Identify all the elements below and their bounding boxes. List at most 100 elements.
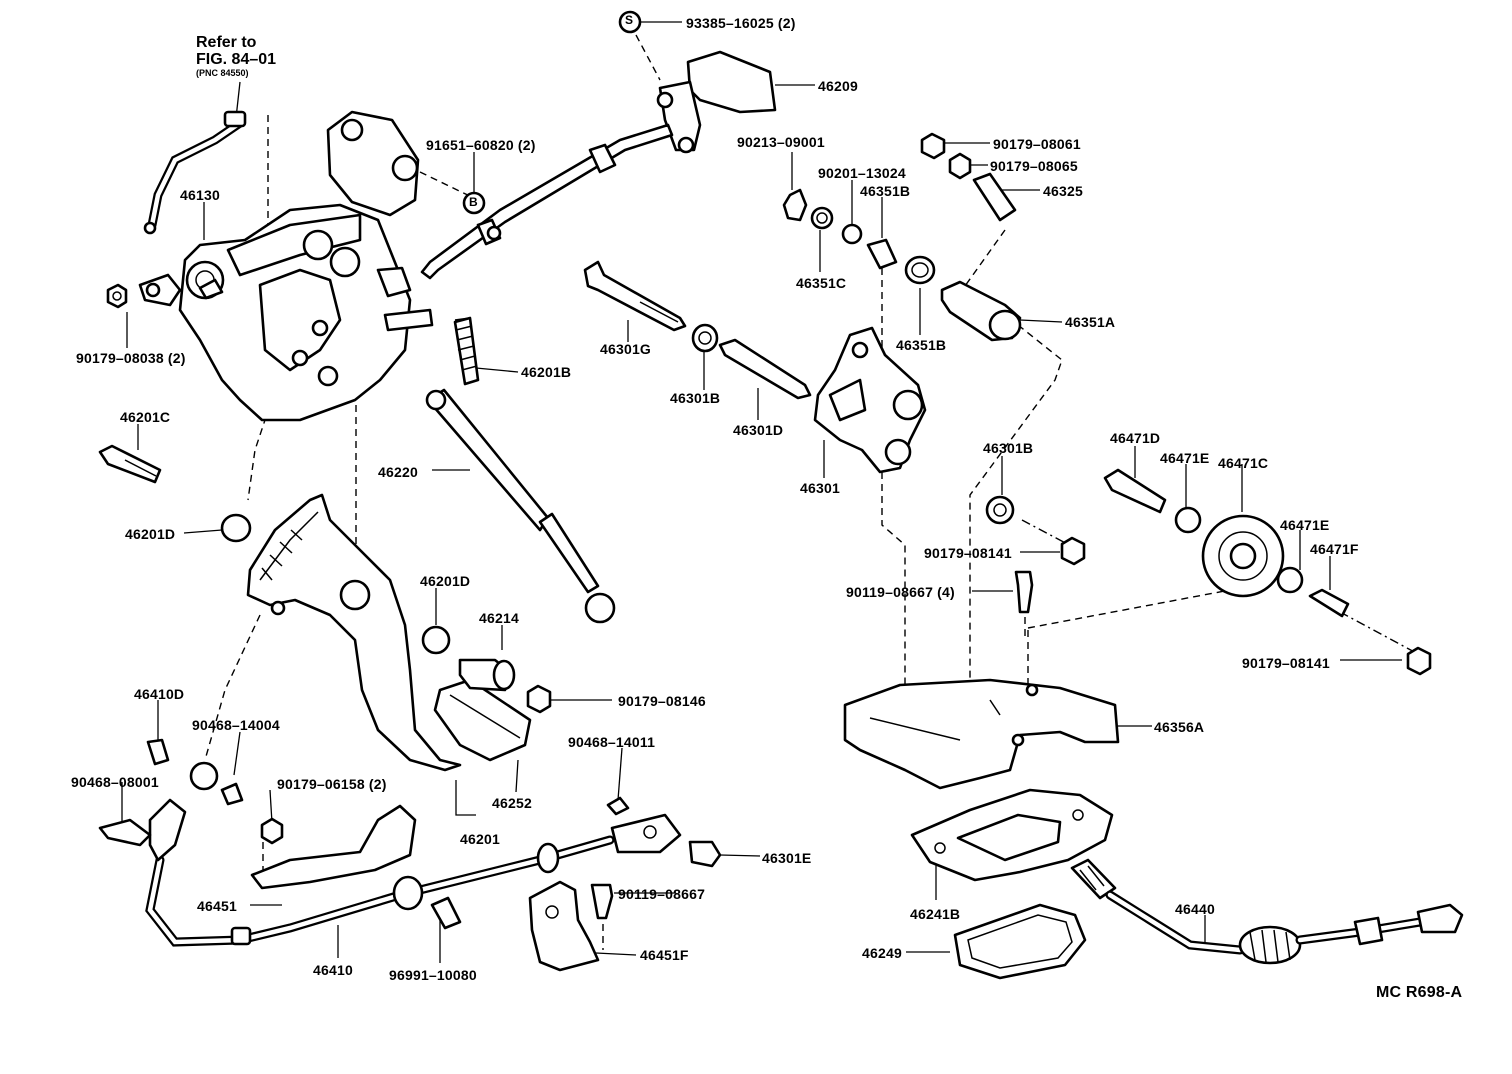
pedal-bracket-46130 [138, 110, 434, 422]
label-46471C: 46471C [1218, 455, 1269, 471]
bolt-46201C [98, 444, 162, 484]
pin-46301E [688, 840, 722, 868]
label-46209: 46209 [818, 78, 858, 94]
reference-note: Refer to FIG. 84–01 (PNC 84550) [196, 34, 277, 78]
bolt-90119-08667-4 [1014, 570, 1034, 614]
bushing-46301B-left [691, 323, 719, 353]
bracket-46356A [843, 678, 1120, 790]
label-90468-14011: 90468–14011 [568, 734, 656, 750]
s-marker-letter: S [625, 13, 634, 27]
label-46351B-bottom: 46351B [896, 337, 947, 353]
label-46301B-right: 46301B [983, 440, 1034, 456]
clip-96991-10080 [430, 896, 462, 930]
label-90468-08001: 90468–08001 [71, 774, 159, 790]
bolt-46471D [1103, 468, 1167, 514]
nut-90179-08141-right [1406, 646, 1432, 676]
clip-90468-08001 [98, 818, 152, 847]
label-46471F: 46471F [1310, 541, 1359, 557]
label-90179-08141-mid: 90179–08141 [924, 545, 1012, 561]
label-90213: 90213–09001 [737, 134, 825, 150]
label-46220: 46220 [378, 464, 418, 480]
label-46301D: 46301D [733, 422, 784, 438]
clip-90468-14011 [606, 796, 630, 816]
bracket-46451F [528, 880, 600, 972]
pedal-46201 [246, 493, 532, 772]
label-90179-08061: 90179–08061 [993, 136, 1081, 152]
label-46301B-left: 46301B [670, 390, 721, 406]
label-90119-08667-4: 90119–08667 (4) [846, 584, 955, 600]
label-46471E-mid: 46471E [1280, 517, 1330, 533]
reference-line3: (PNC 84550) [196, 67, 249, 78]
label-46201D-left: 46201D [125, 526, 176, 542]
label-96991: 96991–10080 [389, 967, 477, 983]
bushing-46471E-top [1174, 506, 1202, 534]
diagram-code: MC R698-A [1376, 984, 1463, 1001]
nut-90179-08038 [106, 283, 128, 309]
cable-46440 [1070, 858, 1464, 965]
rod-46209 [420, 10, 777, 280]
clip-90468-14004 [220, 782, 244, 806]
sleeve-46471F [1308, 588, 1350, 618]
label-46301G: 46301G [600, 341, 652, 357]
label-46351C: 46351C [796, 275, 847, 291]
bushing-46201D-center [421, 625, 451, 655]
shaft-46301D [718, 338, 812, 400]
damper-46220 [425, 388, 616, 624]
bracket-46451 [250, 804, 417, 890]
label-93385: 93385–16025 (2) [686, 15, 796, 31]
label-46201B: 46201B [521, 364, 572, 380]
bolt-90119-08667 [590, 883, 614, 920]
lever-46301 [813, 326, 927, 474]
label-46471E-top: 46471E [1160, 450, 1210, 466]
label-46451F: 46451F [640, 947, 689, 963]
bolt-46301G [583, 260, 687, 332]
label-90468-14004: 90468–14004 [192, 717, 280, 733]
label-46301E: 46301E [762, 850, 812, 866]
reference-line1: Refer to [196, 34, 257, 51]
pin-46351A [940, 280, 1022, 342]
label-46249: 46249 [862, 945, 902, 961]
washers-group [810, 132, 1017, 285]
pulley-46471C [1201, 514, 1285, 598]
label-90201: 90201–13024 [818, 165, 906, 181]
label-46356A: 46356A [1154, 719, 1205, 735]
nut-90179-08146 [526, 684, 552, 714]
label-91651: 91651–60820 (2) [426, 137, 536, 153]
label-90179-08146: 90179–08146 [618, 693, 706, 709]
b-marker [462, 191, 486, 215]
label-90179-08141-right: 90179–08141 [1242, 655, 1330, 671]
leader-lines [121, 21, 1402, 963]
cable-46410 [145, 761, 682, 947]
label-46410D: 46410D [134, 686, 185, 702]
label-90179-06158: 90179–06158 (2) [277, 776, 387, 792]
reference-wire [143, 110, 247, 235]
label-90179-08038: 90179–08038 (2) [76, 350, 186, 366]
label-46351A: 46351A [1065, 314, 1116, 330]
label-46201C: 46201C [120, 409, 171, 425]
b-marker-letter: B [469, 195, 478, 209]
boot-46249 [953, 903, 1087, 980]
label-46214: 46214 [479, 610, 519, 626]
label-46440: 46440 [1175, 901, 1215, 917]
label-46130: 46130 [180, 187, 220, 203]
spring-46201B [453, 316, 480, 386]
bushing-46471E-mid [1276, 566, 1304, 594]
label-46325: 46325 [1043, 183, 1083, 199]
label-46351B-top: 46351B [860, 183, 911, 199]
label-46301: 46301 [800, 480, 840, 496]
clip-90213 [782, 188, 808, 222]
label-46410: 46410 [313, 962, 353, 978]
pin-46410D [146, 738, 170, 766]
label-46201D-center: 46201D [420, 573, 471, 589]
label-46451: 46451 [197, 898, 237, 914]
plate-46241B [910, 788, 1114, 882]
bushing-46201D-left [220, 513, 252, 543]
collar-46214 [458, 658, 516, 692]
reference-line2: FIG. 84–01 [196, 50, 277, 68]
nut-90179-08141-mid [1060, 536, 1086, 566]
label-90119-08667: 90119–08667 [618, 886, 706, 902]
label-46252: 46252 [492, 795, 532, 811]
label-46471D: 46471D [1110, 430, 1161, 446]
